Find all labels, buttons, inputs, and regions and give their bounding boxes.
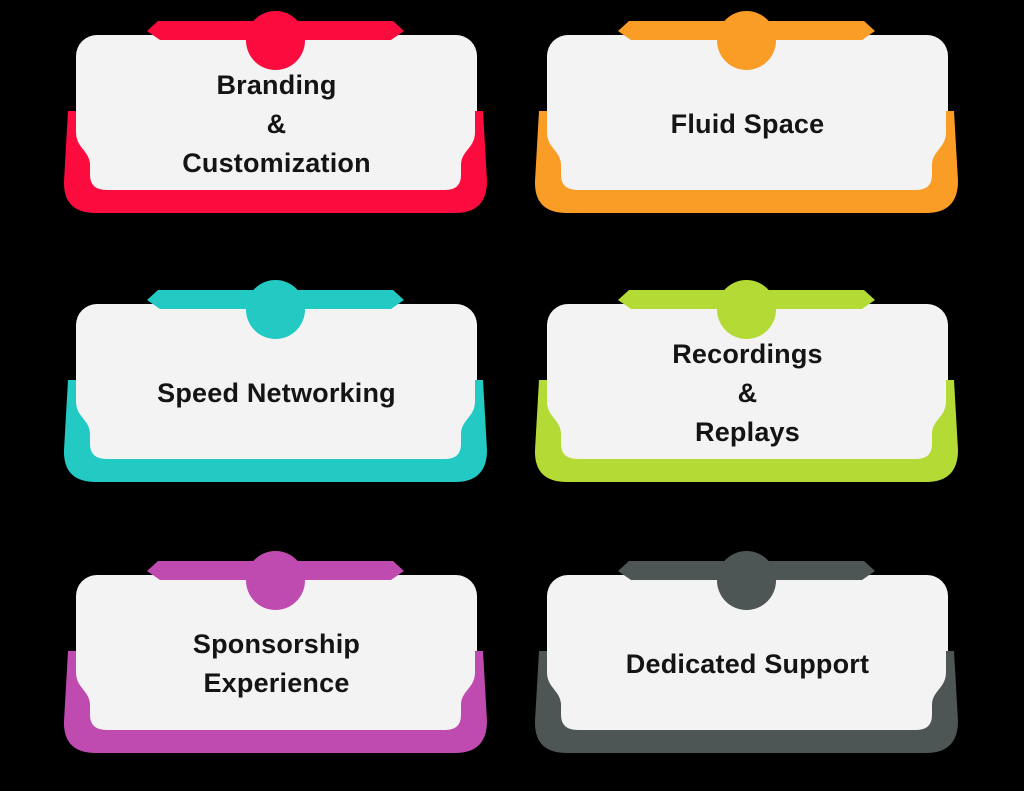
bottom-frame-shape xyxy=(63,380,488,482)
card-body-rect xyxy=(76,304,477,459)
top-circle-shape xyxy=(246,280,305,339)
top-circle-shape xyxy=(717,11,776,70)
card-frame-graphic xyxy=(63,11,488,213)
feature-card-sponsorship-experience: Sponsorship Experience xyxy=(63,548,488,763)
card-body-rect xyxy=(76,575,477,730)
top-circle-shape xyxy=(246,11,305,70)
top-circle-shape xyxy=(246,551,305,610)
feature-card-fluid-space: Fluid Space xyxy=(534,8,959,223)
feature-card-speed-networking: Speed Networking xyxy=(63,277,488,492)
feature-card-dedicated-support: Dedicated Support xyxy=(534,548,959,763)
bottom-frame-shape xyxy=(534,651,958,753)
card-body-rect xyxy=(547,575,948,730)
bottom-frame-shape xyxy=(63,111,488,213)
top-circle-shape xyxy=(717,280,776,339)
card-body-rect xyxy=(547,35,948,190)
card-body-rect xyxy=(547,304,948,459)
feature-card-branding-customization: Branding & Customization xyxy=(63,8,488,223)
card-frame-graphic xyxy=(63,551,488,753)
card-label: Sponsorship Experience xyxy=(192,629,361,698)
feature-card-recordings-replays: Recordings & Replays xyxy=(534,277,959,492)
card-frame-graphic xyxy=(534,11,958,213)
card-frame-graphic xyxy=(63,280,488,482)
bottom-frame-shape xyxy=(63,651,488,753)
card-frame-graphic xyxy=(534,280,958,482)
card-label: Fluid Space xyxy=(670,108,825,139)
bottom-frame-shape xyxy=(534,111,958,213)
top-circle-shape xyxy=(717,551,776,610)
card-frame-graphic xyxy=(534,551,958,753)
card-body-rect xyxy=(76,35,477,190)
card-label: Recordings & Replays xyxy=(672,338,823,447)
bottom-frame-shape xyxy=(534,380,958,482)
card-label: Speed Networking xyxy=(157,377,396,408)
card-label: Dedicated Support xyxy=(625,648,870,679)
card-label: Branding & Customization xyxy=(182,69,371,178)
